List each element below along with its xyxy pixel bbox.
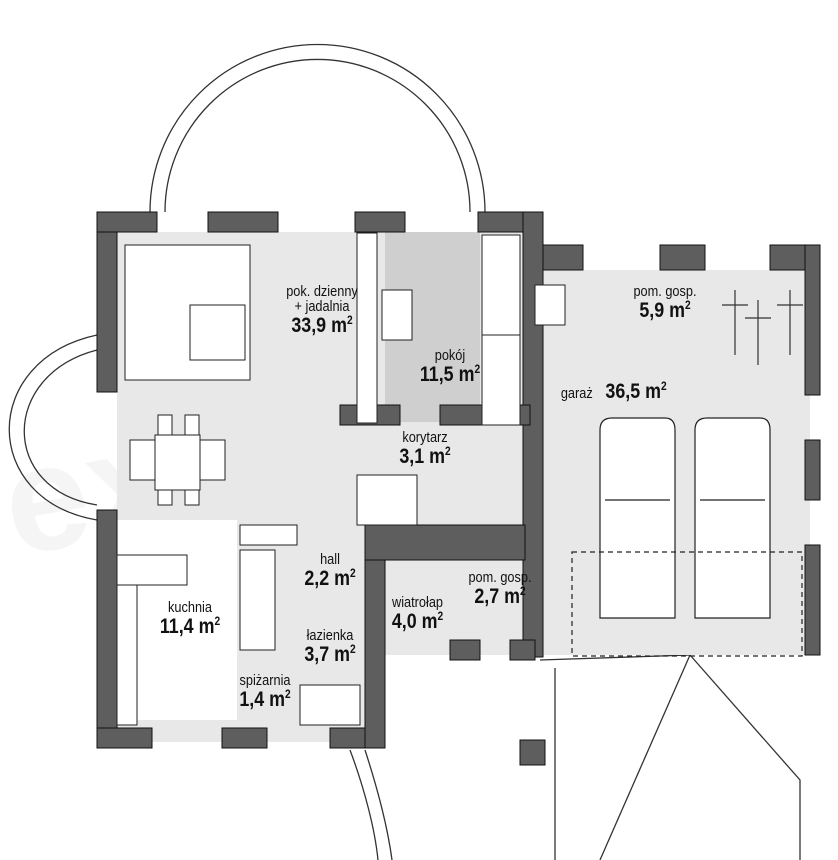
room-area: 3,7 m2 <box>304 642 356 666</box>
room-area: 2,2 m2 <box>304 566 356 590</box>
room-name: pokój <box>434 347 466 364</box>
cars <box>571 417 803 657</box>
room-area: 4,0 m2 <box>391 609 444 633</box>
furniture <box>116 232 566 726</box>
walls <box>96 211 821 766</box>
room-area: 2,7 m2 <box>474 584 526 608</box>
room-name: wiatrołap <box>391 594 444 611</box>
room-name: pom. gosp. <box>633 283 697 300</box>
room-name: korytarz <box>402 429 448 446</box>
room-label-bathroom: łazienka 3,7 m2 <box>290 628 370 665</box>
room-area: 33,9 m2 <box>291 313 353 337</box>
room-name: łazienka <box>306 627 354 644</box>
bicycles <box>722 290 803 365</box>
room-label-utility-small: pom. gosp. 2,7 m2 <box>450 570 550 607</box>
room-area: 36,5 m2 <box>605 379 667 403</box>
room-name-2: + jadalnia <box>294 298 350 315</box>
room-label-utility-garage: pom. gosp. 5,9 m2 <box>615 284 715 321</box>
room-label-pantry: spiżarnia 1,4 m2 <box>225 673 305 710</box>
room-name: spiżarnia <box>239 672 291 689</box>
room-name: pom. gosp. <box>468 569 532 586</box>
terrace-arcs <box>8 43 801 860</box>
room-area: 5,9 m2 <box>639 298 691 322</box>
room-label-corridor: korytarz 3,1 m2 <box>380 430 470 467</box>
room-name: pok. dzienny <box>286 283 358 300</box>
room-area: 3,1 m2 <box>399 444 451 468</box>
room-area: 1,4 m2 <box>239 687 291 711</box>
room-label-hall: hall 2,2 m2 <box>290 552 370 589</box>
room-label-room: pokój 11,5 m2 <box>405 348 495 385</box>
room-label-vestibule: wiatrołap 4,0 m2 <box>375 595 460 632</box>
room-name: garaż <box>560 385 593 402</box>
room-label-garage: garaż 36,5 m2 <box>545 380 685 402</box>
room-area: 11,5 m2 <box>419 362 481 386</box>
room-label-kitchen: kuchnia 11,4 m2 <box>140 600 240 637</box>
room-area: 11,4 m2 <box>159 614 221 638</box>
room-name: hall <box>320 551 340 568</box>
room-name: kuchnia <box>168 599 212 616</box>
room-label-living-dining: pok. dzienny + jadalnia 33,9 m2 <box>262 284 382 336</box>
